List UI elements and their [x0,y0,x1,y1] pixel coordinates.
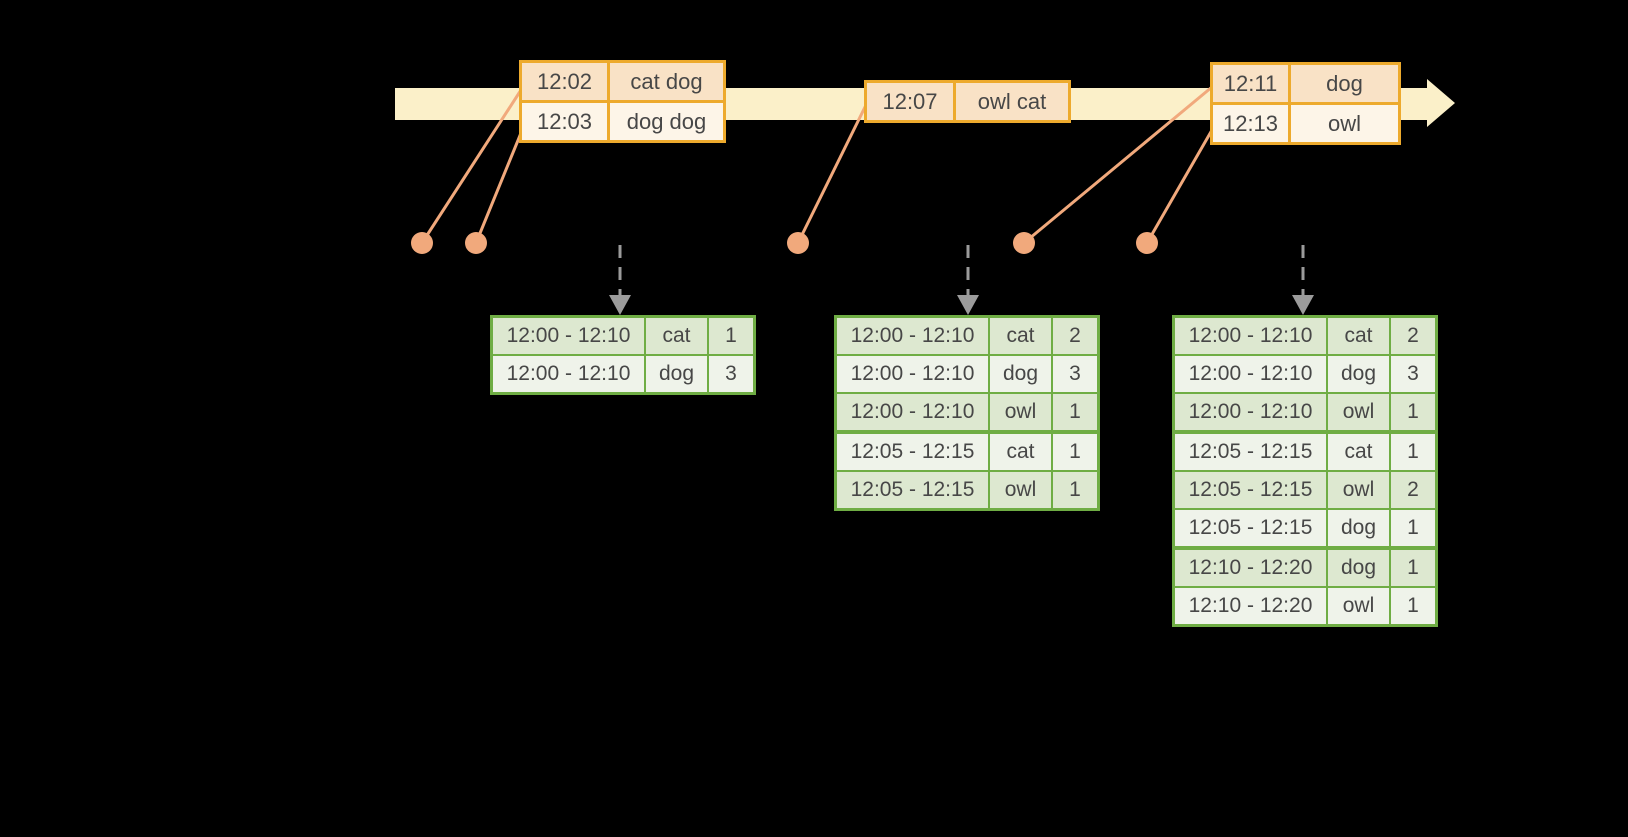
result-row: 12:00 - 12:10 owl 1 [837,392,1097,430]
result-row: 12:00 - 12:10 dog 3 [493,354,753,392]
trigger-arrow-head-icon [957,295,979,315]
window-cell: 12:00 - 12:10 [837,356,988,392]
event-words-cell: cat dog [610,63,723,100]
event-time-dot [411,232,433,254]
result-row: 12:05 - 12:15 owl 1 [837,470,1097,508]
count-cell: 1 [1389,434,1435,470]
word-cell: cat [1326,318,1389,354]
event-row: 12:02 cat dog [522,63,723,100]
count-cell: 1 [1389,394,1435,430]
window-cell: 12:05 - 12:15 [1175,472,1326,508]
event-time-dot [1013,232,1035,254]
result-row: 12:05 - 12:15 cat 1 [1175,430,1435,470]
word-cell: owl [1326,588,1389,624]
result-row: 12:05 - 12:15 owl 2 [1175,470,1435,508]
word-cell: dog [1326,356,1389,392]
count-cell: 1 [1389,588,1435,624]
event-time-dot [1136,232,1158,254]
event-time-cell: 12:03 [522,103,607,140]
result-row: 12:00 - 12:10 cat 2 [1175,318,1435,354]
event-row: 12:11 dog [1213,65,1398,102]
result-table-2: 12:00 - 12:10 cat 2 12:00 - 12:10 dog 3 … [834,315,1100,511]
window-cell: 12:05 - 12:15 [837,434,988,470]
count-cell: 3 [707,356,753,392]
result-row: 12:00 - 12:10 dog 3 [1175,354,1435,392]
event-time-dot [465,232,487,254]
window-cell: 12:00 - 12:10 [1175,394,1326,430]
result-row: 12:00 - 12:10 cat 1 [493,318,753,354]
event-time-cell: 12:11 [1213,65,1288,102]
word-cell: owl [1326,394,1389,430]
window-cell: 12:05 - 12:15 [837,472,988,508]
count-cell: 3 [1389,356,1435,392]
word-cell: cat [644,318,707,354]
count-cell: 1 [1051,472,1097,508]
window-cell: 12:00 - 12:10 [493,318,644,354]
window-cell: 12:00 - 12:10 [493,356,644,392]
count-cell: 2 [1389,318,1435,354]
connector-line [1145,129,1214,244]
connector-line [796,104,868,244]
event-time-cell: 12:13 [1213,105,1288,142]
count-cell: 1 [1051,434,1097,470]
event-words-cell: owl cat [956,83,1068,120]
input-batch-table-3: 12:11 dog 12:13 owl [1210,62,1401,145]
event-time-dot [787,232,809,254]
result-row: 12:10 - 12:20 owl 1 [1175,586,1435,624]
result-table-1: 12:00 - 12:10 cat 1 12:00 - 12:10 dog 3 [490,315,756,395]
result-row: 12:00 - 12:10 owl 1 [1175,392,1435,430]
word-cell: cat [988,318,1051,354]
word-cell: owl [988,472,1051,508]
word-cell: dog [988,356,1051,392]
window-cell: 12:05 - 12:15 [1175,510,1326,546]
event-time-cell: 12:07 [867,83,953,120]
result-row: 12:00 - 12:10 dog 3 [837,354,1097,392]
event-words-cell: dog dog [610,103,723,140]
event-row: 12:03 dog dog [522,103,723,140]
word-cell: owl [1326,472,1389,508]
result-row: 12:10 - 12:20 dog 1 [1175,546,1435,586]
connector-line [1023,85,1213,245]
connector-line [474,132,523,244]
window-cell: 12:10 - 12:20 [1175,550,1326,586]
trigger-arrow-head-icon [609,295,631,315]
input-batch-table-2: 12:07 owl cat [864,80,1071,123]
result-table-3: 12:00 - 12:10 cat 2 12:00 - 12:10 dog 3 … [1172,315,1438,627]
window-cell: 12:00 - 12:10 [1175,356,1326,392]
word-cell: dog [1326,550,1389,586]
result-row: 12:05 - 12:15 cat 1 [837,430,1097,470]
result-row: 12:05 - 12:15 dog 1 [1175,508,1435,546]
event-time-cell: 12:02 [522,63,607,100]
window-cell: 12:10 - 12:20 [1175,588,1326,624]
count-cell: 1 [707,318,753,354]
window-cell: 12:00 - 12:10 [837,318,988,354]
event-words-cell: dog [1291,65,1398,102]
count-cell: 3 [1051,356,1097,392]
window-cell: 12:00 - 12:10 [1175,318,1326,354]
event-row: 12:07 owl cat [867,83,1068,120]
window-cell: 12:00 - 12:10 [837,394,988,430]
connector-line [420,89,523,244]
event-row: 12:13 owl [1213,105,1398,142]
result-row: 12:00 - 12:10 cat 2 [837,318,1097,354]
count-cell: 2 [1389,472,1435,508]
count-cell: 2 [1051,318,1097,354]
word-cell: cat [988,434,1051,470]
word-cell: dog [1326,510,1389,546]
input-batch-table-1: 12:02 cat dog 12:03 dog dog [519,60,726,143]
timeline-arrowhead-icon [1427,79,1455,127]
count-cell: 1 [1389,510,1435,546]
count-cell: 1 [1389,550,1435,586]
word-cell: dog [644,356,707,392]
word-cell: owl [988,394,1051,430]
window-cell: 12:05 - 12:15 [1175,434,1326,470]
trigger-arrow-head-icon [1292,295,1314,315]
count-cell: 1 [1051,394,1097,430]
event-words-cell: owl [1291,105,1398,142]
word-cell: cat [1326,434,1389,470]
